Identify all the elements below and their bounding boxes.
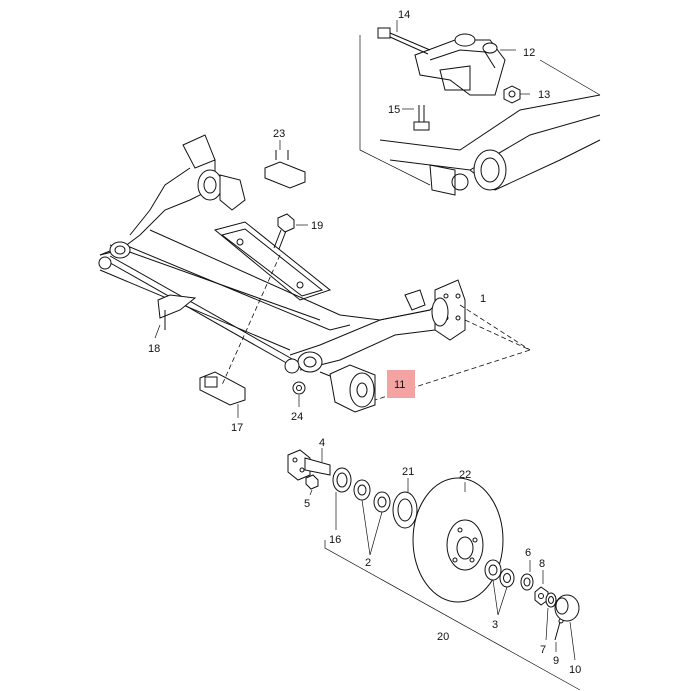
callout-11: 11: [394, 379, 405, 391]
callout-17: 17: [231, 422, 243, 434]
callout-4: 4: [319, 437, 325, 449]
lock-ring: [545, 592, 557, 641]
nut-24: [292, 381, 306, 407]
bolt-5: [305, 474, 319, 496]
inner-bearing: [353, 479, 391, 556]
brake-disc: [412, 477, 504, 603]
callout-20: 20: [437, 631, 449, 643]
bump-stop-bracket: [199, 371, 246, 418]
bolt-19: [273, 213, 308, 250]
rubber-bushing: [319, 364, 376, 413]
callout-13: 13: [538, 89, 550, 101]
cotter-pin: [554, 618, 564, 652]
grease-seal: [332, 467, 352, 530]
callout-15: 15: [388, 104, 400, 116]
callout-22: 22: [459, 469, 471, 481]
clip-bracket: [264, 140, 306, 189]
callout-7: 7: [540, 644, 546, 656]
callout-16: 16: [329, 534, 341, 546]
callout-9: 9: [553, 655, 559, 667]
callout-12: 12: [523, 47, 535, 59]
callout-19: 19: [311, 220, 323, 232]
rear-axle-beam: [98, 134, 466, 374]
thrust-washer: [520, 560, 534, 591]
callout-6: 6: [525, 547, 531, 559]
inset-bushing: [429, 149, 507, 196]
callout-8: 8: [539, 558, 545, 570]
callout-24: 24: [291, 411, 303, 423]
callout-labels: 14 12 13 15 23 19 1 18 11 24 17 4 21 22 …: [148, 9, 581, 676]
stub-axle: [287, 448, 331, 481]
left-pivot-bracket: [182, 134, 246, 211]
callout-21: 21: [402, 466, 414, 478]
brake-line-holder: [154, 294, 197, 339]
inset-mount-detail: [359, 20, 601, 196]
callout-18: 18: [148, 343, 160, 355]
grease-cap: [554, 594, 580, 661]
right-axle-flange: [404, 279, 466, 341]
callout-10: 10: [569, 664, 581, 676]
bolt-long: [377, 27, 431, 55]
callout-5: 5: [304, 498, 310, 510]
abs-sensor-ring: [392, 478, 418, 529]
callout-23: 23: [273, 128, 285, 140]
highlight-marker: [387, 370, 415, 398]
bolt-short: [413, 105, 430, 131]
callout-2: 2: [365, 557, 371, 569]
mounting-bracket: [414, 33, 506, 96]
wheel-hub-assembly: [287, 448, 581, 691]
outer-bearing: [484, 559, 515, 616]
callout-14: 14: [398, 9, 410, 21]
reinforcement-panel: [213, 221, 332, 301]
callout-1: 1: [480, 293, 486, 305]
nut: [503, 85, 521, 104]
callout-3: 3: [492, 619, 498, 631]
